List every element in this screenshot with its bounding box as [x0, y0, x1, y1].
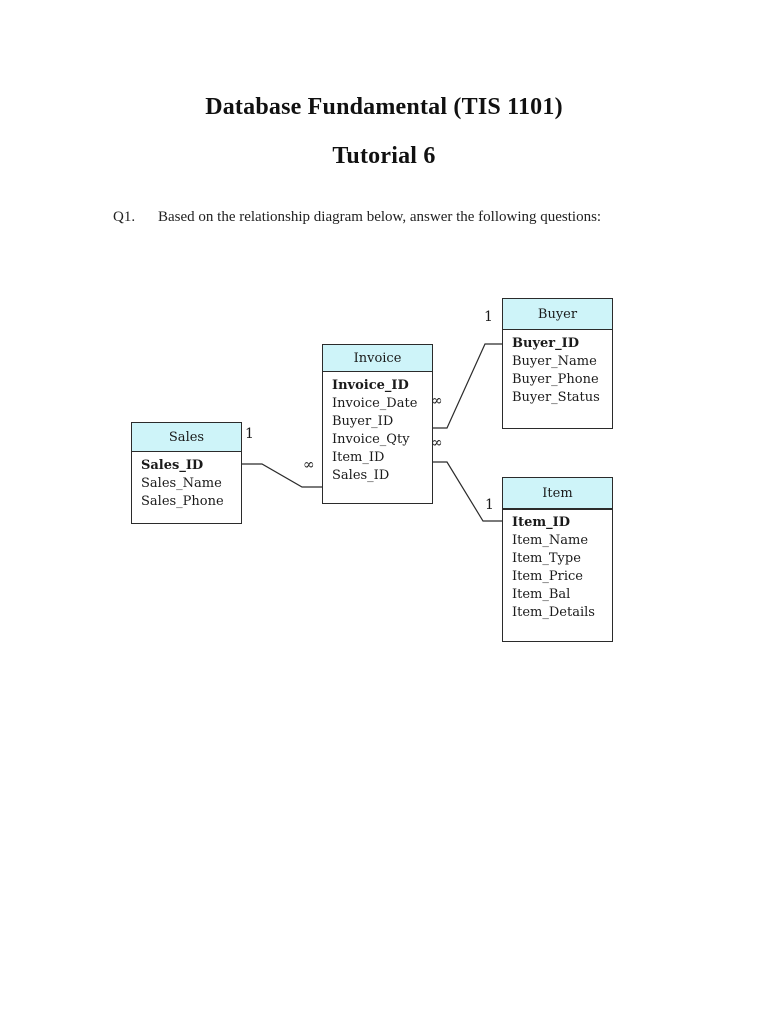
- field-item-id: Item_ID: [512, 515, 570, 530]
- entity-invoice-fields: Invoice_ID Invoice_Date Buyer_ID Invoice…: [323, 372, 432, 485]
- field-buyer-status: Buyer_Status: [512, 390, 600, 405]
- field-invoice-qty: Invoice_Qty: [332, 432, 410, 447]
- field-invoice-id: Invoice_ID: [332, 378, 409, 393]
- cardinality-invoice-many-sales-side: ∞: [303, 457, 315, 473]
- entity-item-title: Item: [542, 485, 573, 501]
- relationship-line-buyer-invoice: [432, 343, 502, 429]
- field-item-name: Item_Name: [512, 533, 589, 548]
- page-title: Database Fundamental (TIS 1101): [205, 94, 563, 120]
- field-invoice-item-id: Item_ID: [332, 450, 385, 465]
- field-item-price: Item_Price: [512, 569, 583, 584]
- entity-invoice-title: Invoice: [353, 350, 402, 366]
- field-invoice-date: Invoice_Date: [332, 396, 418, 411]
- field-buyer-phone: Buyer_Phone: [512, 372, 599, 387]
- question-number: Q1.: [113, 209, 136, 225]
- question-text: Based on the relationship diagram below,…: [158, 209, 602, 225]
- field-sales-phone: Sales_Phone: [141, 494, 224, 509]
- field-invoice-buyer-id: Buyer_ID: [332, 414, 394, 429]
- entity-item: Item Item_ID Item_Name Item_Type Item_Pr…: [502, 477, 613, 642]
- field-sales-name: Sales_Name: [141, 476, 222, 491]
- entity-sales-fields: Sales_ID Sales_Name Sales_Phone: [132, 452, 241, 511]
- cardinality-sales-one: 1: [245, 426, 254, 442]
- field-sales-id: Sales_ID: [141, 458, 204, 473]
- field-invoice-sales-id: Sales_ID: [332, 468, 390, 483]
- entity-buyer: Buyer Buyer_ID Buyer_Name Buyer_Phone Bu…: [502, 298, 613, 429]
- entity-invoice: Invoice Invoice_ID Invoice_Date Buyer_ID…: [322, 344, 433, 504]
- entity-sales-header: Sales: [132, 423, 241, 452]
- field-item-type: Item_Type: [512, 551, 581, 566]
- field-buyer-name: Buyer_Name: [512, 354, 597, 369]
- entity-buyer-title: Buyer: [537, 306, 578, 322]
- entity-sales: Sales Sales_ID Sales_Name Sales_Phone: [131, 422, 242, 524]
- entity-buyer-fields: Buyer_ID Buyer_Name Buyer_Phone Buyer_St…: [503, 330, 612, 407]
- question-line: Q1. Based on the relationship diagram bel…: [113, 208, 653, 226]
- entity-buyer-header: Buyer: [503, 299, 612, 330]
- cardinality-buyer-one: 1: [484, 309, 493, 325]
- cardinality-invoice-many-buyer-side: ∞: [431, 393, 443, 409]
- cardinality-invoice-many-item-side: ∞: [431, 435, 443, 451]
- entity-item-header: Item: [503, 478, 612, 510]
- field-buyer-id: Buyer_ID: [512, 336, 579, 351]
- entity-item-fields: Item_ID Item_Name Item_Type Item_Price I…: [503, 510, 612, 622]
- field-item-details: Item_Details: [512, 605, 595, 620]
- entity-sales-title: Sales: [168, 429, 205, 445]
- page-subtitle: Tutorial 6: [332, 143, 436, 169]
- entity-invoice-header: Invoice: [323, 345, 432, 372]
- cardinality-item-one: 1: [485, 497, 494, 513]
- field-item-bal: Item_Bal: [512, 587, 571, 602]
